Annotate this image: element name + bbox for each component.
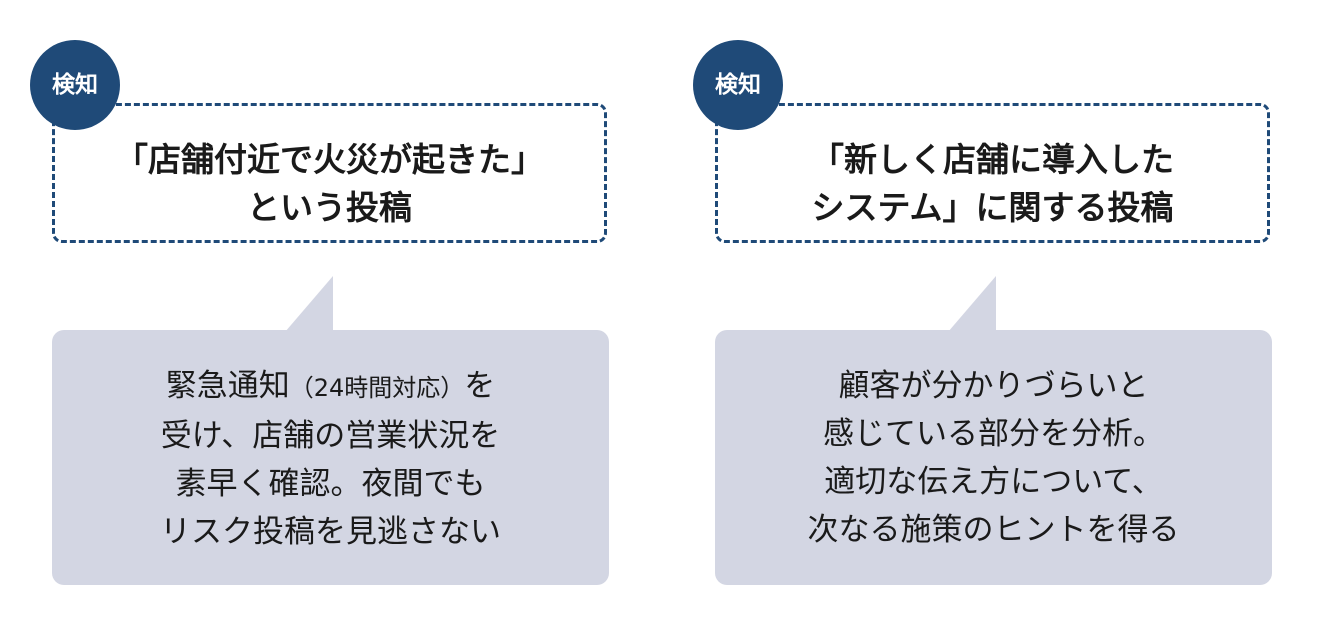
result-line-main: 緊急通知 <box>165 368 290 404</box>
query-line: 「店舗付近で火災が起きた」 <box>115 140 544 179</box>
query-line: 「新しく店舗に導入した <box>811 140 1174 179</box>
result-line-tail: を <box>464 368 496 404</box>
query-text: 「新しく店舗に導入した システム」に関する投稿 <box>718 136 1267 232</box>
result-text: 顧客が分かりづらいと 感じている部分を分析。 適切な伝え方について、 次なる施策… <box>715 362 1272 554</box>
result-line: 適切な伝え方について、 <box>824 464 1163 500</box>
result-line-note: （24時間対応） <box>289 374 465 402</box>
result-text: 緊急通知（24時間対応）を 受け、店舗の営業状況を 素早く確認。夜間でも リスク… <box>52 362 609 556</box>
panel-left: 「店舗付近で火災が起きた」 という投稿 検知 緊急通知（24時間対応）を 受け、… <box>30 0 612 643</box>
bubble-tail <box>285 276 333 332</box>
result-line: 感じている部分を分析。 <box>823 416 1164 452</box>
result-line: リスク投稿を見逃さない <box>160 514 501 550</box>
query-line: という投稿 <box>247 188 412 227</box>
bubble-tail <box>948 276 996 332</box>
query-line: システム」に関する投稿 <box>811 188 1174 227</box>
detection-badge: 検知 <box>693 40 783 130</box>
query-text: 「店舗付近で火災が起きた」 という投稿 <box>55 136 604 232</box>
result-line: 緊急通知（24時間対応）を <box>52 362 609 412</box>
query-box: 「新しく店舗に導入した システム」に関する投稿 <box>715 103 1270 243</box>
panel-right: 「新しく店舗に導入した システム」に関する投稿 検知 顧客が分かりづらいと 感じ… <box>693 0 1275 643</box>
query-box: 「店舗付近で火災が起きた」 という投稿 <box>52 103 607 243</box>
result-line: 素早く確認。夜間でも <box>175 466 486 502</box>
result-bubble: 緊急通知（24時間対応）を 受け、店舗の営業状況を 素早く確認。夜間でも リスク… <box>52 330 609 585</box>
result-bubble: 顧客が分かりづらいと 感じている部分を分析。 適切な伝え方について、 次なる施策… <box>715 330 1272 585</box>
result-line: 顧客が分かりづらいと <box>838 368 1149 404</box>
result-line: 次なる施策のヒントを得る <box>807 512 1180 548</box>
detection-badge: 検知 <box>30 40 120 130</box>
result-line: 受け、店舗の営業状況を <box>160 418 501 454</box>
